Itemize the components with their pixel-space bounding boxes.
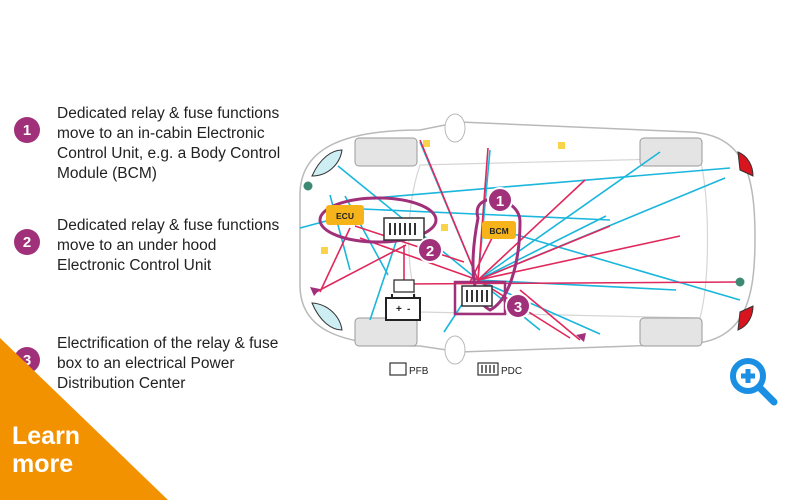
step-1: 1 Dedicated relay & fuse functions move … [14,104,282,184]
sensor [558,142,565,149]
battery-plus: + [396,304,402,315]
battery [385,297,421,321]
legend-pfb-icon [389,362,407,376]
marker-1 [487,187,513,213]
headlight-top [311,149,343,177]
legend-pfb-label: PFB [409,366,429,377]
marker-2-label: 2 [426,243,434,260]
ground-point [303,181,313,191]
taillight-bottom [737,305,754,331]
ecu-connector-pins [389,223,416,235]
arrow-head [576,333,586,342]
ecu-box [326,205,364,225]
learn-more-button[interactable]: Learn more [12,422,80,478]
step-text: Dedicated relay & fuse functions move to… [57,105,281,182]
arrow-head [310,287,320,296]
mirror-bottom [444,335,466,365]
step-number: 2 [14,229,40,255]
wheel-rear-right [639,317,703,347]
legend-pdc-icon [477,362,499,376]
step-text: Dedicated relay & fuse functions move to… [57,217,280,274]
sensor [441,224,448,231]
sensor [321,247,328,254]
mirror-top [444,113,466,143]
bcm-box [482,221,516,239]
bcm-label: BCM [489,226,508,236]
pdc-highlight [453,280,507,316]
learn-more-line1: Learn [12,422,81,450]
marker-3 [505,293,531,319]
ecu-label: ECU [336,211,354,221]
wheel-front-left [354,137,418,167]
marker-3-label: 3 [514,299,522,316]
ecu-highlight [318,196,438,244]
ground-point [735,277,745,287]
learn-more-line2: more [12,450,74,478]
wheel-rear-left [639,137,703,167]
wheel-front-right [354,317,418,347]
pfb-connector [393,279,415,293]
step-number: 1 [14,117,40,143]
marker-2 [417,237,443,263]
zoom-in-icon[interactable] [728,356,780,408]
step-2: 2 Dedicated relay & fuse functions move … [14,216,282,276]
sensor [423,140,430,147]
legend-pdc-label: PDC [501,366,522,377]
taillight-top [737,151,754,177]
red-wires [315,139,741,341]
battery-minus: - [407,304,410,315]
pdc-connector-pins [466,290,488,302]
headlight-bottom [311,302,343,331]
marker-1-label: 1 [496,193,504,210]
